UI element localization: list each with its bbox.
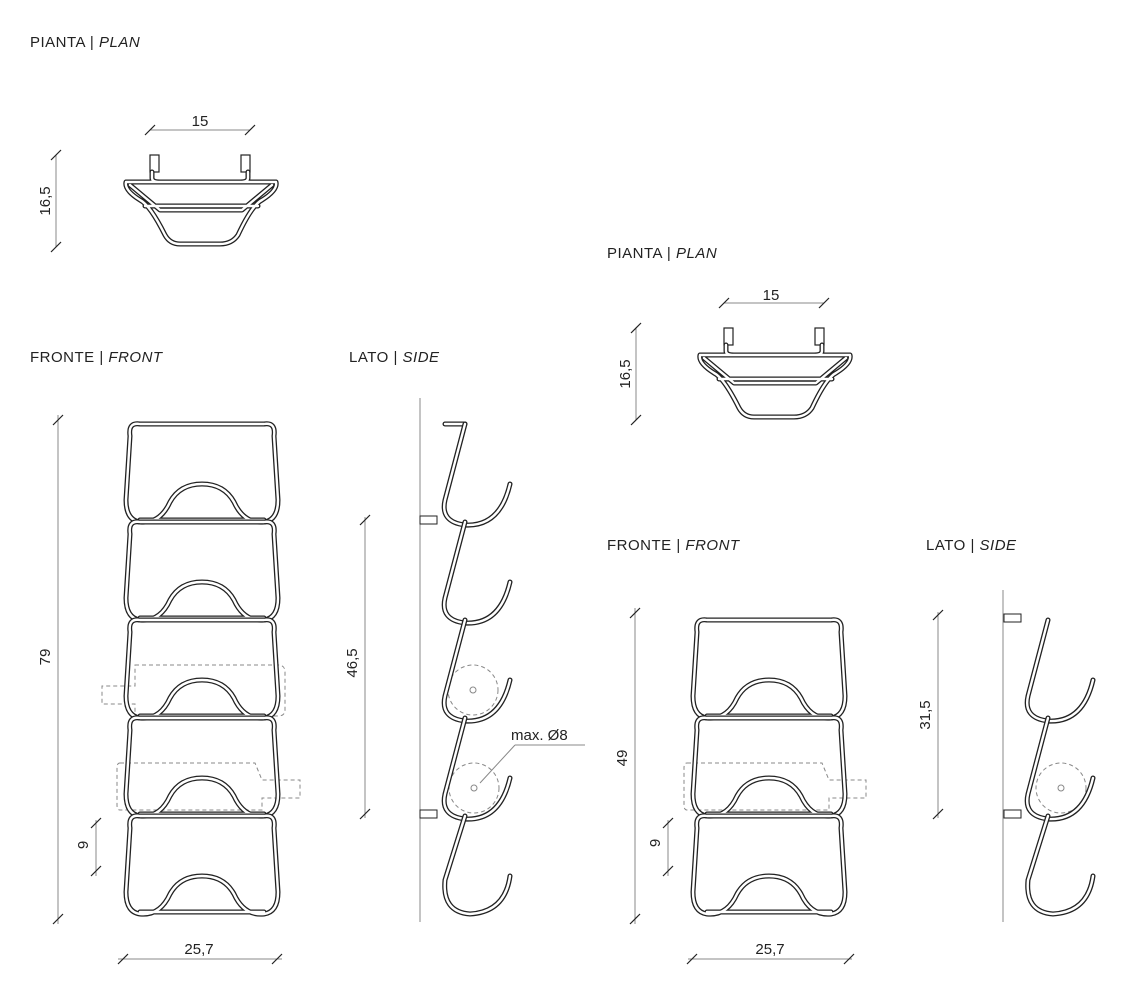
bottle-outline: [116, 762, 301, 811]
small-side-view: LATO | SIDE 31,5: [917, 537, 1096, 922]
wall-connector-icon: [419, 809, 438, 819]
drawing-label: LATO | SIDE: [926, 537, 1017, 554]
wall-bracket-icon: [240, 154, 251, 173]
module-dimension: 9: [75, 841, 92, 849]
rack-modules: [126, 424, 278, 914]
plan-depth-dimension: 16,5: [37, 186, 54, 215]
drawing-label: PIANTA | PLAN: [607, 245, 717, 262]
bottle-diameter-label: max. Ø8: [511, 727, 568, 744]
drawing-label: 25,7: [755, 941, 784, 958]
large-side-view: LATO | SIDE 46,5 max. Ø8: [344, 349, 585, 922]
drawing-label: LATO | SIDE: [349, 349, 440, 366]
drawing-label: 9: [647, 839, 664, 847]
width-dimension: 25,7: [184, 941, 213, 958]
large-front-view: FRONTE | FRONT 79 9 25,7: [30, 349, 301, 965]
drawing-label: FRONTE | FRONT: [607, 537, 741, 554]
drawing-label: 15: [763, 287, 780, 304]
drawing-label: PIANTA | PLAN: [30, 34, 140, 51]
drawing-label: FRONTE | FRONT: [30, 349, 164, 366]
plan-width-dimension: 15: [192, 113, 209, 130]
drawing-label: 49: [614, 750, 631, 767]
large-plan-view: PIANTA | PLAN 15 16,5: [30, 34, 276, 253]
drawing-label: 16,5: [617, 359, 634, 388]
wall-bracket-icon: [814, 327, 825, 346]
height-dimension: 79: [37, 649, 54, 666]
small-plan-view: PIANTA | PLAN 15 16,5: [607, 245, 850, 426]
spacing-dimension: 46,5: [344, 648, 361, 677]
wall-connector-icon: [1003, 809, 1022, 819]
small-front-view: FRONTE | FRONT 49 9 25,7: [607, 537, 867, 965]
wall-connector-icon: [1003, 613, 1022, 623]
drawing-label: 31,5: [917, 700, 934, 729]
wall-bracket-icon: [723, 327, 734, 346]
wall-bracket-icon: [149, 154, 160, 173]
wall-connector-icon: [419, 515, 438, 525]
